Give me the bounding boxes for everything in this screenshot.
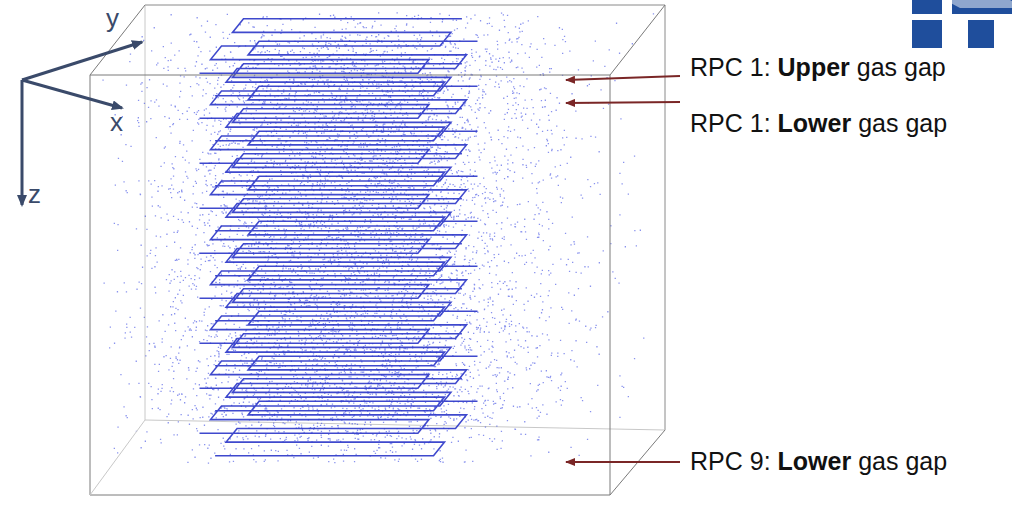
axis-label: z	[28, 180, 41, 209]
axis-label: y	[106, 4, 119, 33]
gap-label: RPC 1: Upper gas gap	[690, 54, 946, 82]
logo	[912, 0, 1024, 48]
strip-tracks	[200, 19, 478, 456]
volume-box-front	[90, 5, 665, 495]
axis-label: x	[110, 108, 123, 137]
leader-arrows	[566, 76, 680, 462]
gap-label: RPC 9: Lower gas gap	[690, 448, 947, 476]
gap-label: RPC 1: Lower gas gap	[690, 110, 947, 138]
